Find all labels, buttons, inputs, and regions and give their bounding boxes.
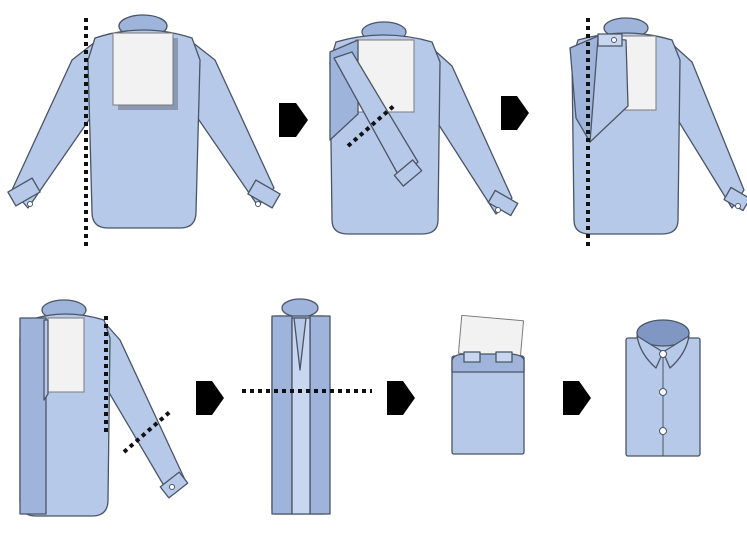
arrow-right-icon [563,381,591,415]
step-4-left-folded-right-unfolded [19,299,189,517]
step-2-left-side-folded [329,21,519,235]
step-5-both-sides-folded [242,298,372,515]
step-1-shirt-flat [7,14,281,250]
shirt-button [659,350,667,358]
step-7-finished-folded-shirt [625,319,701,457]
step-6-folded-in-half [451,314,525,455]
arrow-right-icon [196,381,224,415]
arrow-right-icon [501,96,529,130]
step-3-left-sleeve-folded-back [569,17,747,248]
shirt-button [659,427,667,435]
fold-line-icon [346,102,398,148]
fold-line-icon [122,408,174,454]
arrow-right-icon [387,381,415,415]
shirt-button [659,388,667,396]
arrow-right-icon [279,103,308,137]
